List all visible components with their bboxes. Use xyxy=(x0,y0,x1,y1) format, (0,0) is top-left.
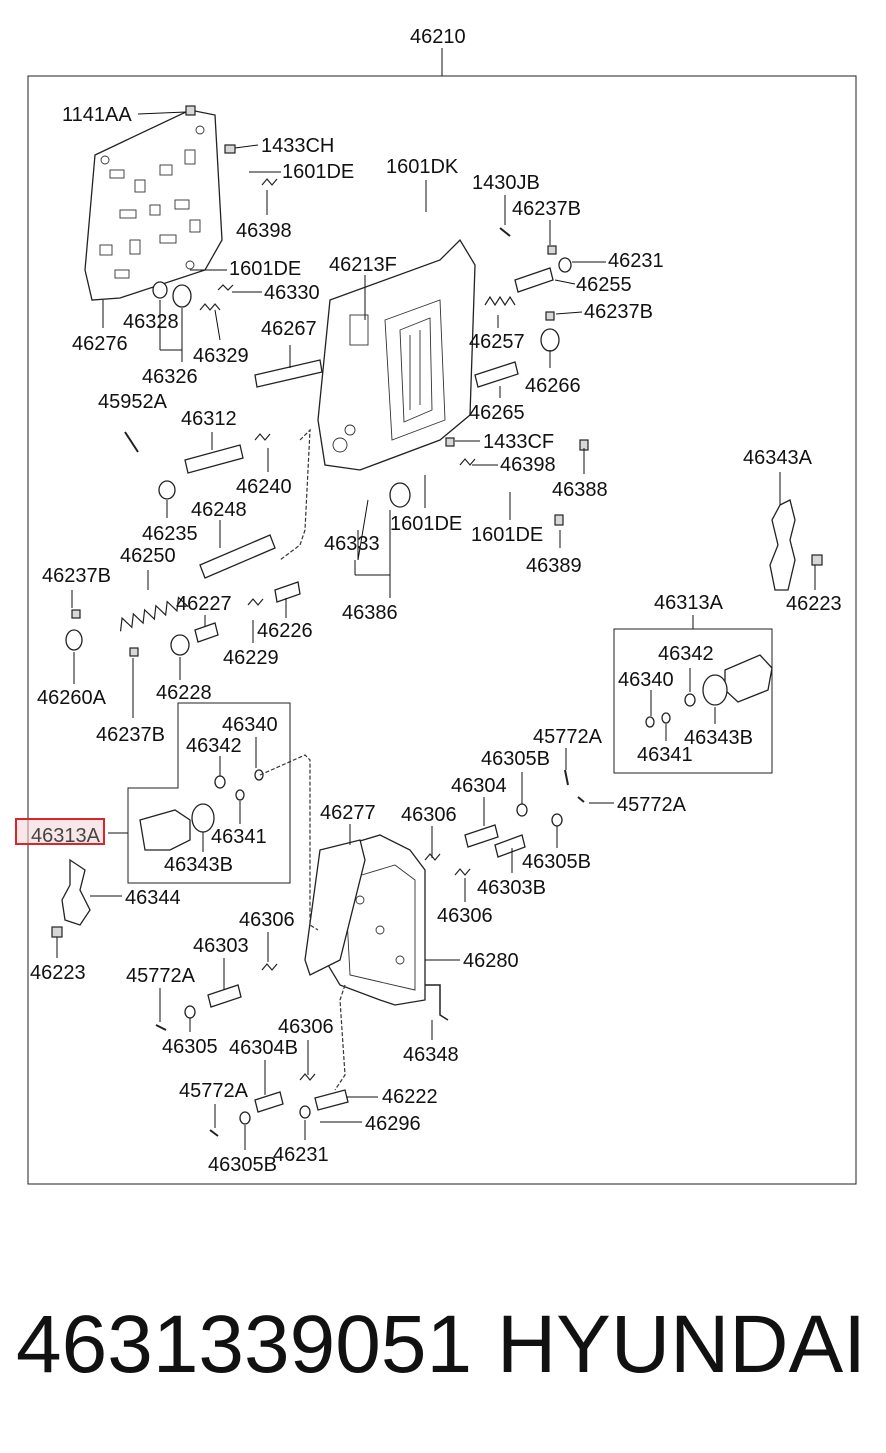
bracket-46343a xyxy=(769,499,823,591)
leader-lines xyxy=(56,111,816,1150)
part-label: 46388 xyxy=(552,479,608,501)
part-label: 46223 xyxy=(30,962,86,984)
part-label: 46280 xyxy=(463,950,519,972)
part-label: 46333 xyxy=(324,533,380,555)
part-label: 45772A xyxy=(617,794,687,816)
part-label: 46343B xyxy=(164,854,233,876)
plugs xyxy=(65,105,589,1125)
part-number: 4631339051 xyxy=(16,1299,473,1390)
valve-body-plate-46276 xyxy=(84,109,223,301)
part-label: 1601DE xyxy=(282,161,354,183)
part-label: 46340 xyxy=(618,669,674,691)
part-label: 46267 xyxy=(261,318,317,340)
part-label: 46312 xyxy=(181,408,237,430)
part-label: 46213F xyxy=(329,254,397,276)
spool-valves xyxy=(184,267,554,1113)
part-label: 46303B xyxy=(477,877,546,899)
highlighted-part-label: 46313A xyxy=(31,825,101,847)
part-label: 46257 xyxy=(469,331,525,353)
part-label: 46223 xyxy=(786,593,842,615)
part-label: 46330 xyxy=(264,282,320,304)
highlight-box xyxy=(15,818,105,845)
part-label: 46277 xyxy=(320,802,376,824)
part-label: 46343B xyxy=(684,727,753,749)
part-label: 46341 xyxy=(637,744,693,766)
part-label: 1601DK xyxy=(386,156,459,178)
part-label: 46348 xyxy=(403,1044,459,1066)
part-label: 1433CH xyxy=(261,135,334,157)
part-label: 46248 xyxy=(191,499,247,521)
main-valve-body-46213f xyxy=(317,238,476,471)
bracket-46344 xyxy=(51,858,91,938)
part-label: 46340 xyxy=(222,714,278,736)
part-label: 46276 xyxy=(72,333,128,355)
brand-name: HYUNDAI xyxy=(496,1299,866,1390)
part-label: 46250 xyxy=(120,545,176,567)
part-label: 46306 xyxy=(239,909,295,931)
part-label: 46303 xyxy=(193,935,249,957)
part-label: 1141AA xyxy=(62,104,132,126)
part-label: 46398 xyxy=(500,454,556,476)
part-label: 46306 xyxy=(437,905,493,927)
part-label: 45772A xyxy=(126,965,196,987)
solenoid-box-left xyxy=(127,702,291,884)
part-label: 45952A xyxy=(98,391,168,413)
part-label: 46389 xyxy=(526,555,582,577)
part-label: 1433CF xyxy=(483,431,554,453)
part-label: 46227 xyxy=(176,593,232,615)
part-label: 46265 xyxy=(469,402,525,424)
part-label: 46342 xyxy=(658,643,714,665)
wire-harness xyxy=(259,428,346,1091)
part-label: 46266 xyxy=(525,375,581,397)
part-label: 1430JB xyxy=(472,172,540,194)
part-label: 46329 xyxy=(193,345,249,367)
part-label: 46305B xyxy=(522,851,591,873)
part-label: 46237B xyxy=(96,724,165,746)
part-label: 46237B xyxy=(42,565,111,587)
part-label: 46306 xyxy=(401,804,457,826)
part-label: 46313A xyxy=(654,592,724,614)
part-label: 46235 xyxy=(142,523,198,545)
part-labels: 46210 1141AA 1433CH 1601DE 46398 1601DK … xyxy=(30,26,842,1176)
part-label: 46226 xyxy=(257,620,313,642)
part-label: 45772A xyxy=(533,726,603,748)
part-label: 46231 xyxy=(273,1144,329,1166)
part-label: 46326 xyxy=(142,366,198,388)
part-label: 46304 xyxy=(451,775,507,797)
part-label: 46237B xyxy=(512,198,581,220)
part-label: 46342 xyxy=(186,735,242,757)
label-main: 46210 xyxy=(410,26,466,48)
part-label: 46255 xyxy=(576,274,632,296)
springs xyxy=(119,178,516,1081)
footer: 4631339051 HYUNDAI xyxy=(0,1290,886,1400)
part-label: 46305B xyxy=(481,748,550,770)
part-label: 45772A xyxy=(179,1080,249,1102)
part-label: 46222 xyxy=(382,1086,438,1108)
part-label: 46305B xyxy=(208,1154,277,1176)
part-label: 46344 xyxy=(125,887,181,909)
part-label: 46341 xyxy=(211,826,267,848)
solenoid-46313a-right xyxy=(645,654,773,728)
part-label: 46398 xyxy=(236,220,292,242)
part-label: 46240 xyxy=(236,476,292,498)
pins xyxy=(124,227,585,1137)
part-label: 1601DE xyxy=(471,524,543,546)
separator-plate-46277 xyxy=(304,839,366,976)
part-label: 1601DE xyxy=(229,258,301,280)
part-label: 46229 xyxy=(223,647,279,669)
part-label: 1601DE xyxy=(390,513,462,535)
part-label: 46231 xyxy=(608,250,664,272)
part-label: 46305 xyxy=(162,1036,218,1058)
part-label: 46328 xyxy=(123,311,179,333)
part-label: 46304B xyxy=(229,1037,298,1059)
solenoid-46313a-left xyxy=(139,769,264,851)
part-label: 46386 xyxy=(342,602,398,624)
part-label: 46296 xyxy=(365,1113,421,1135)
part-label: 46260A xyxy=(37,687,107,709)
part-label: 46237B xyxy=(584,301,653,323)
part-label: 46343A xyxy=(743,447,813,469)
part-label: 46228 xyxy=(156,682,212,704)
part-label: 46306 xyxy=(278,1016,334,1038)
